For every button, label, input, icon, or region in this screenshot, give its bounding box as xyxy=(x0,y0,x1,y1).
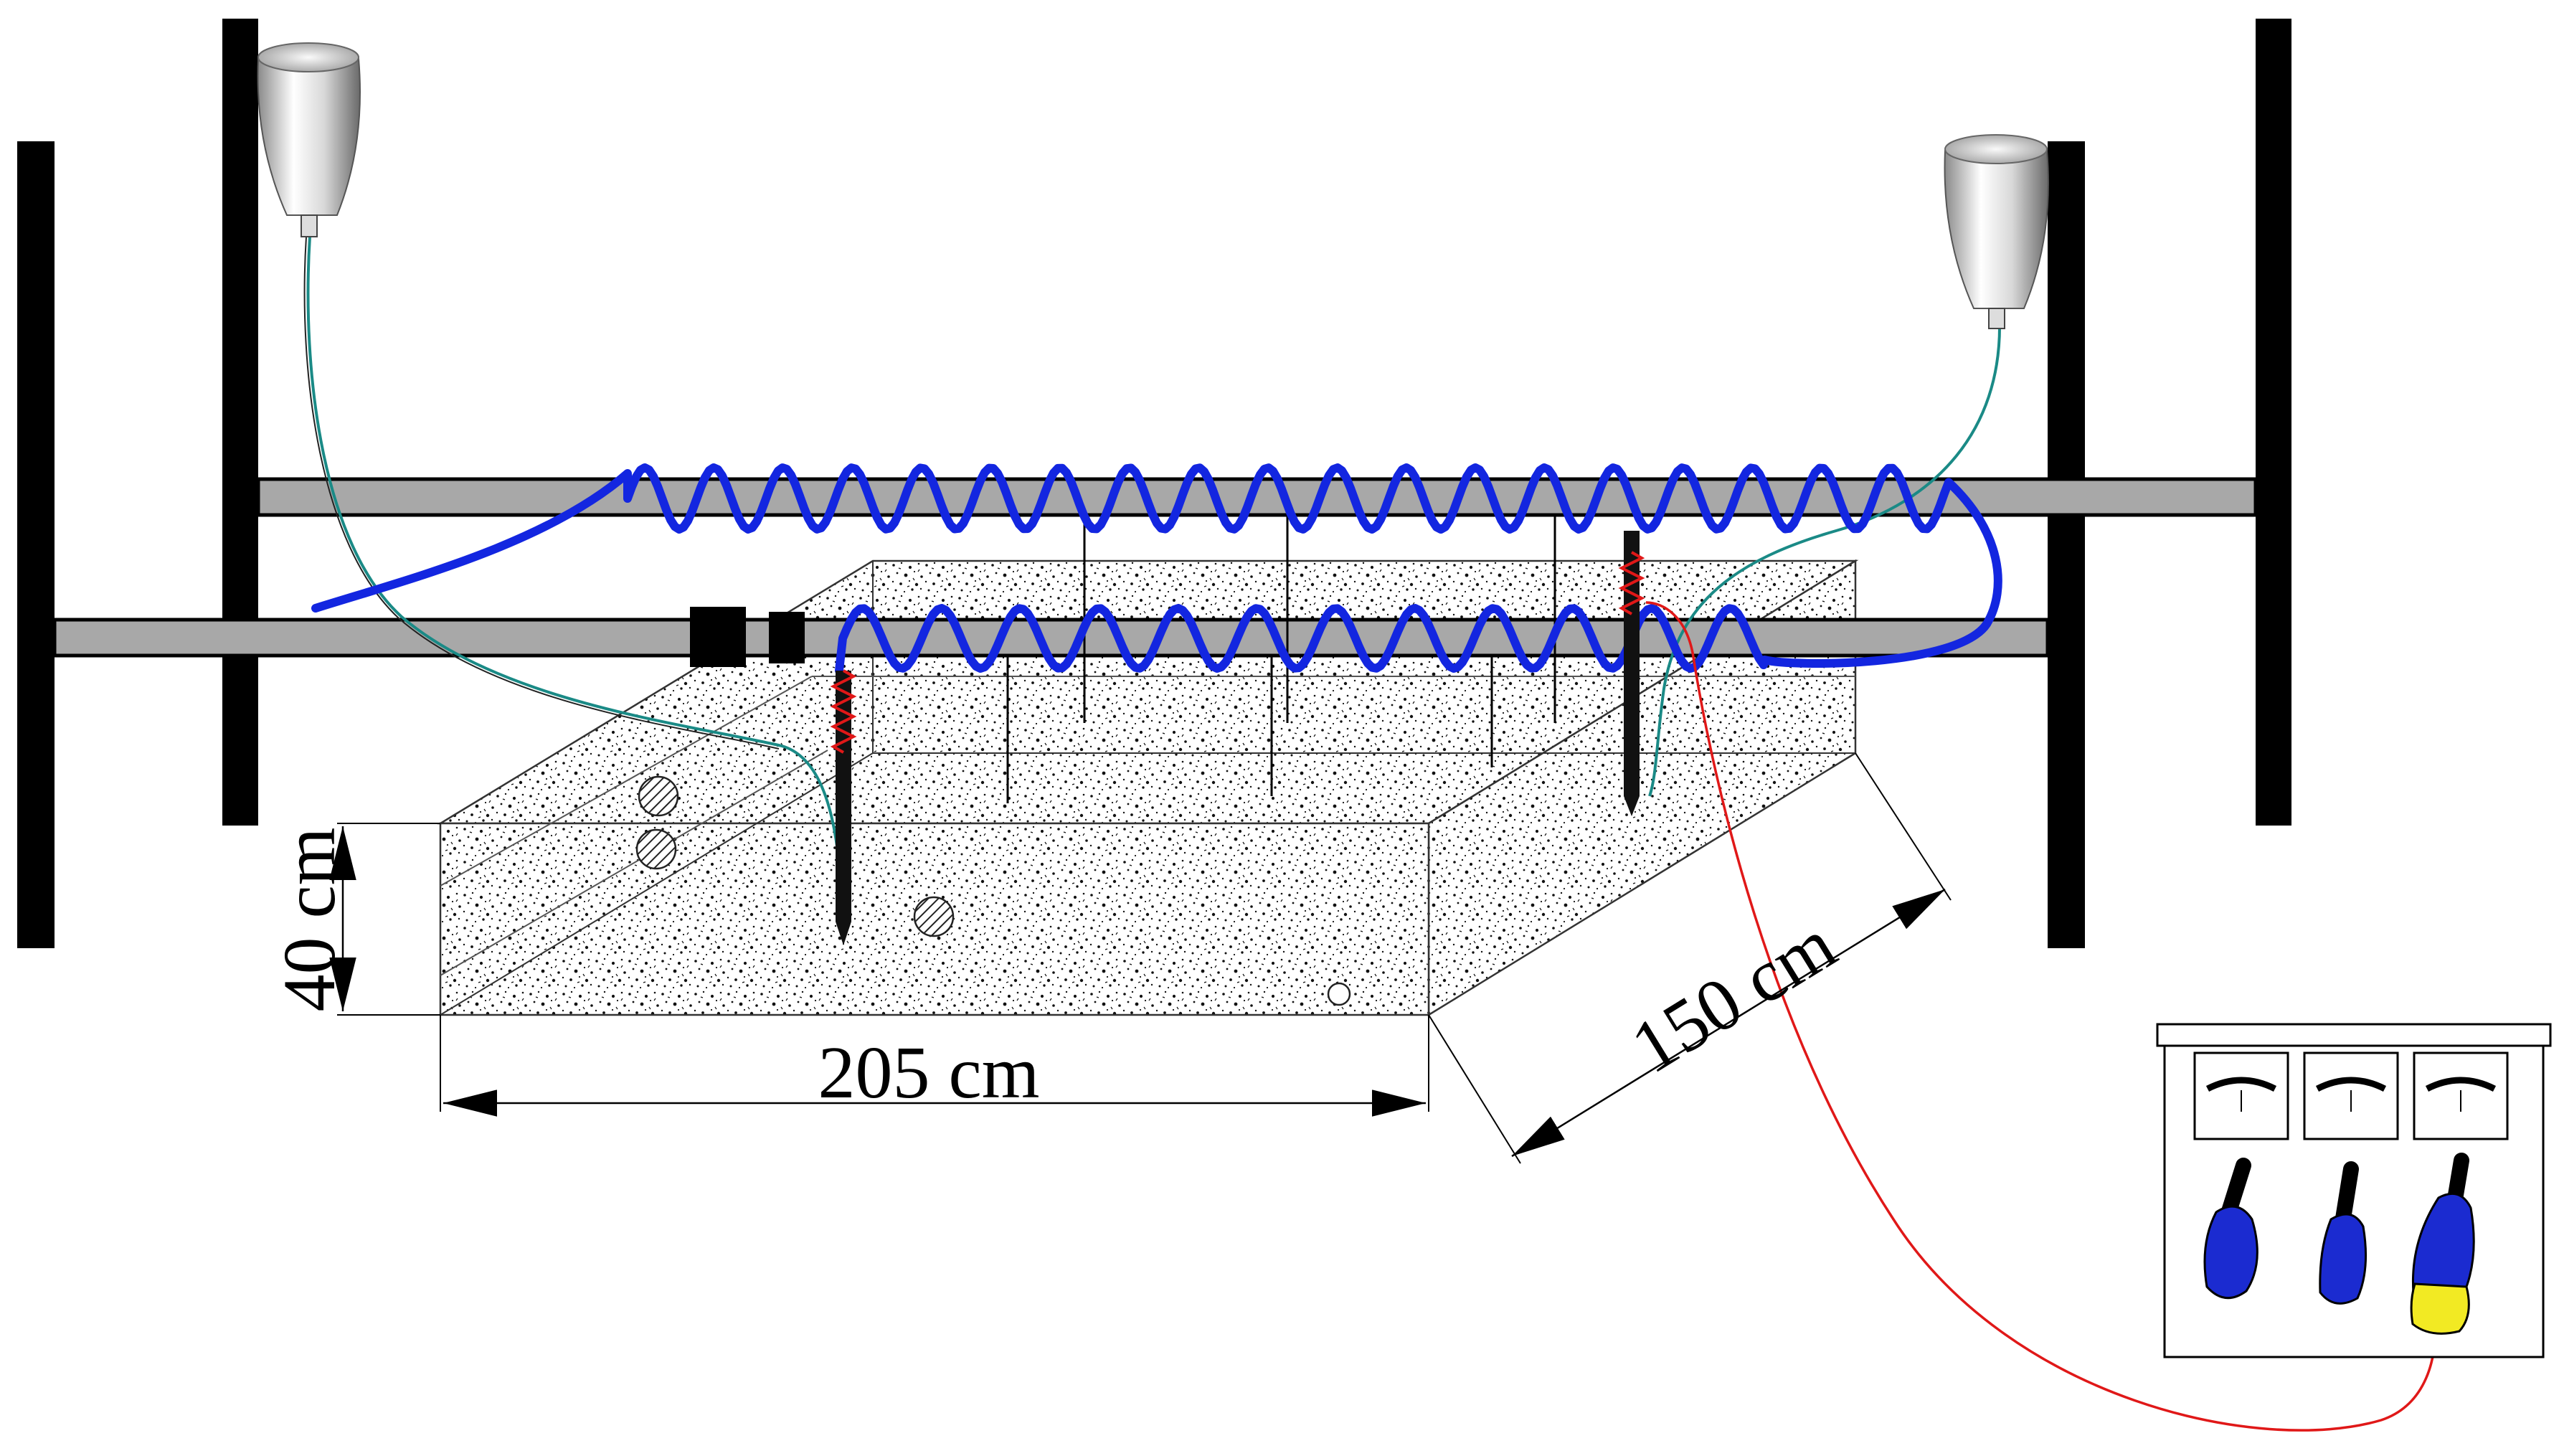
dimension-width-label: 150 cm xyxy=(1617,903,1849,1089)
frame-post-left-outer xyxy=(17,141,55,948)
meter-knob xyxy=(2319,1161,2368,1305)
tube-right xyxy=(1648,322,2002,797)
dimension-length-label: 205 cm xyxy=(818,1031,1039,1114)
spring xyxy=(830,669,857,754)
meter-knob xyxy=(2410,1153,2475,1335)
spring xyxy=(1618,551,1645,615)
frame-post-right-inner xyxy=(2048,141,2085,948)
tube-left-dark xyxy=(303,236,780,750)
meter-knob xyxy=(2203,1158,2258,1300)
lamp-left xyxy=(257,42,361,237)
meter-box xyxy=(2156,1023,2552,1358)
lamp-right xyxy=(1944,134,2049,329)
clamp-block xyxy=(690,607,746,667)
hanger-rods xyxy=(1006,515,1556,803)
dimension-height-label: 40 cm xyxy=(268,827,351,1011)
dimension-height: 40 cm xyxy=(268,823,440,1016)
probe xyxy=(1624,531,1640,796)
meter-gauge xyxy=(2303,1051,2399,1140)
heating-coil xyxy=(311,463,2002,675)
dimension-length: 205 cm xyxy=(440,1015,1429,1117)
duct-section xyxy=(1327,982,1351,1006)
meter-gauge xyxy=(2413,1051,2509,1140)
clamp-block xyxy=(769,612,805,663)
meter-gauge xyxy=(2193,1051,2289,1140)
rebar-section xyxy=(635,828,677,870)
rebar-line xyxy=(440,750,828,976)
rebar-section xyxy=(913,896,955,937)
frame-post-right-outer xyxy=(2256,19,2291,826)
tube-left xyxy=(306,236,844,912)
frame-post-left-inner xyxy=(222,19,258,826)
red-lead xyxy=(1645,601,2436,1432)
rebar-line xyxy=(440,676,813,887)
rebar-section xyxy=(638,775,679,817)
